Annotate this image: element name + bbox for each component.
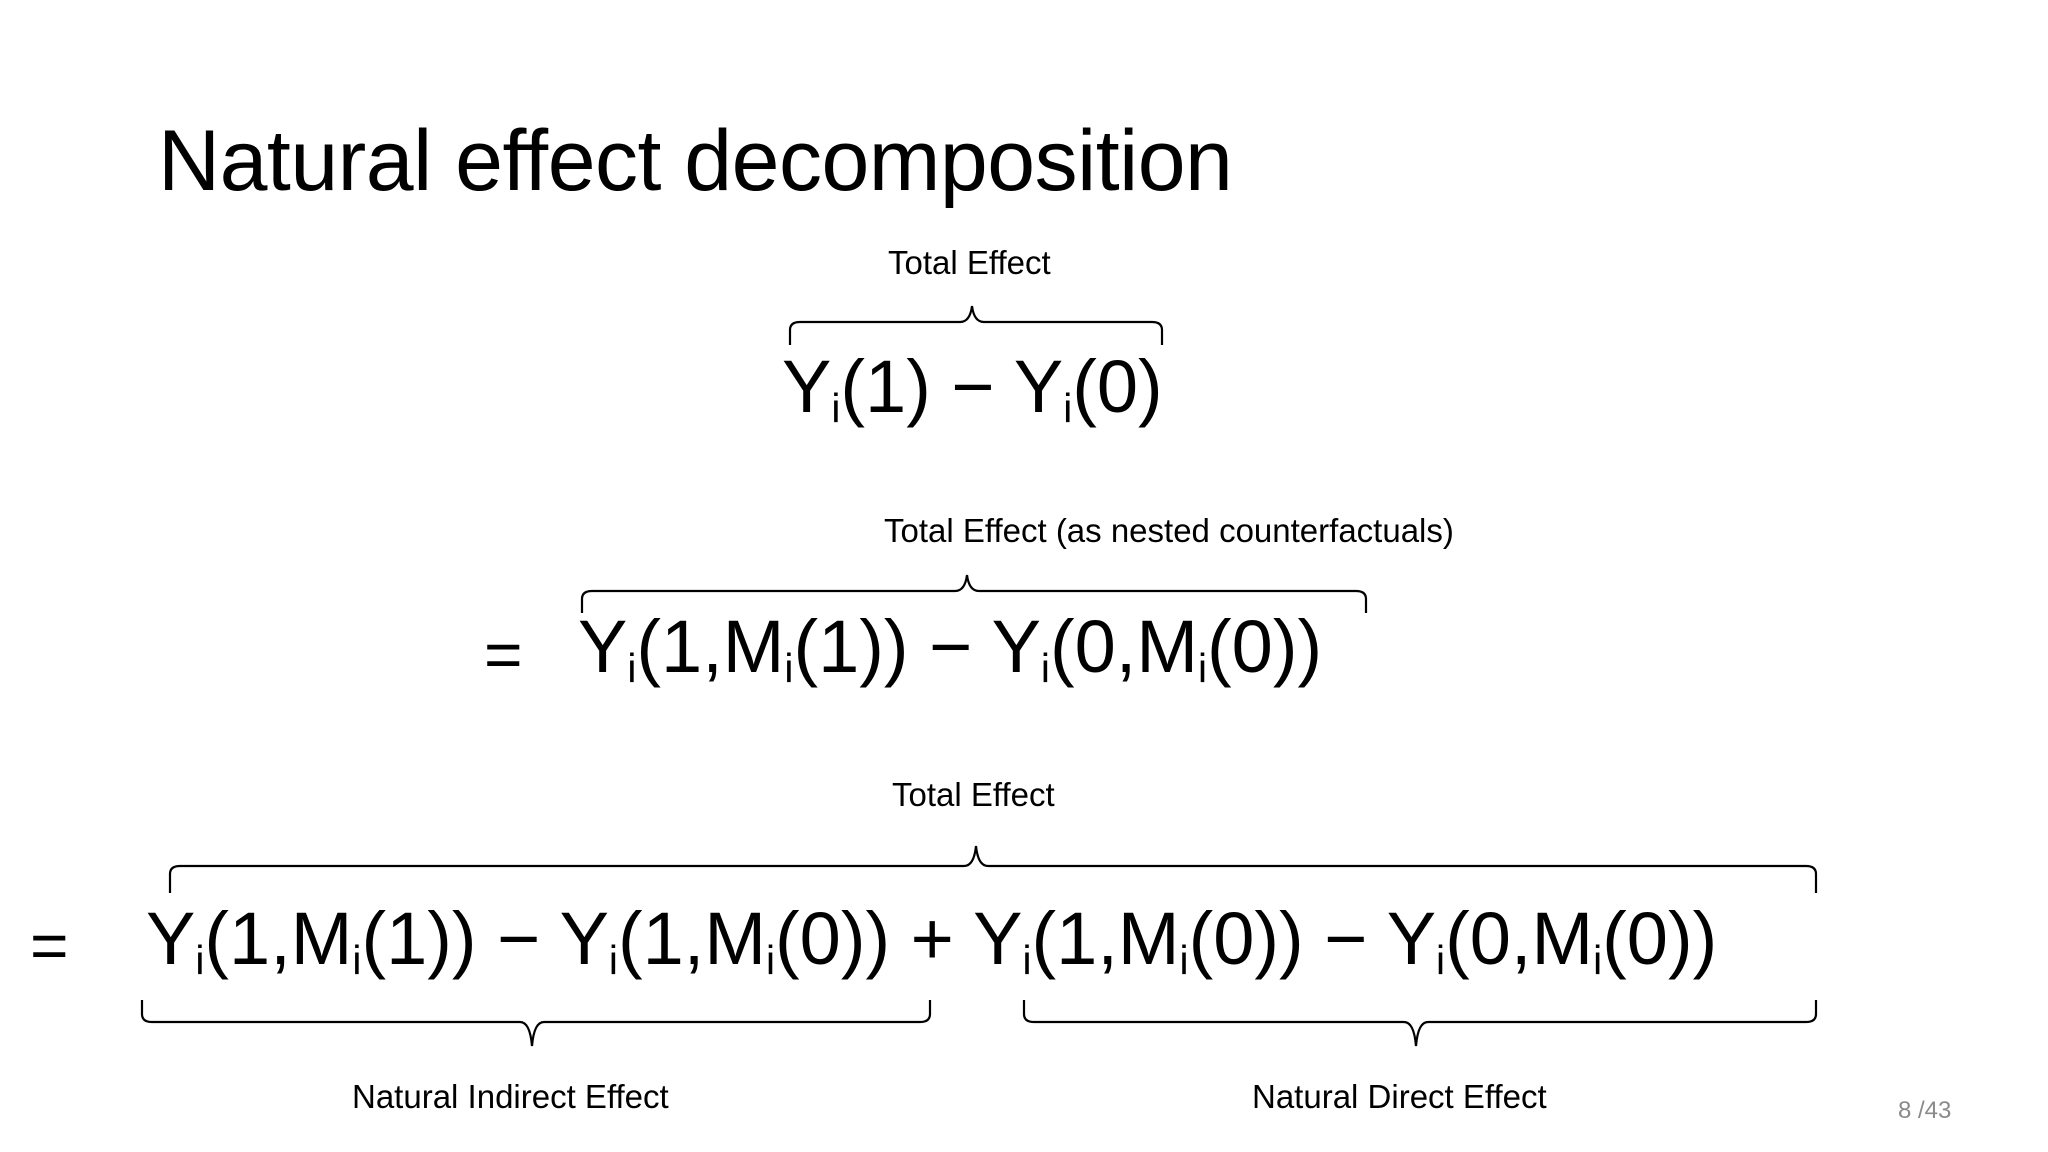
- equation-decomposition: Yi(1,Mi(1)) − Yi(1,Mi(0)) + Yi(1,Mi(0)) …: [146, 897, 1718, 984]
- equals-sign-3: =: [30, 908, 69, 982]
- total-effect-nested-label: Total Effect (as nested counterfactuals): [884, 512, 1454, 549]
- natural-indirect-effect-label: Natural Indirect Effect: [352, 1078, 669, 1115]
- natural-direct-effect-label: Natural Direct Effect: [1252, 1078, 1547, 1115]
- equation-total-effect: Yi(1) − Yi(0): [782, 345, 1163, 432]
- total-effect-label-1: Total Effect: [888, 244, 1051, 281]
- equation-nested-counterfactuals: Yi(1,Mi(1)) − Yi(0,Mi(0)): [578, 605, 1323, 692]
- total-effect-label-3: Total Effect: [892, 776, 1055, 813]
- page-number: 8 /43: [1898, 1097, 1952, 1124]
- slide-title: Natural effect decomposition: [158, 113, 1233, 209]
- equals-sign-2: =: [484, 617, 523, 691]
